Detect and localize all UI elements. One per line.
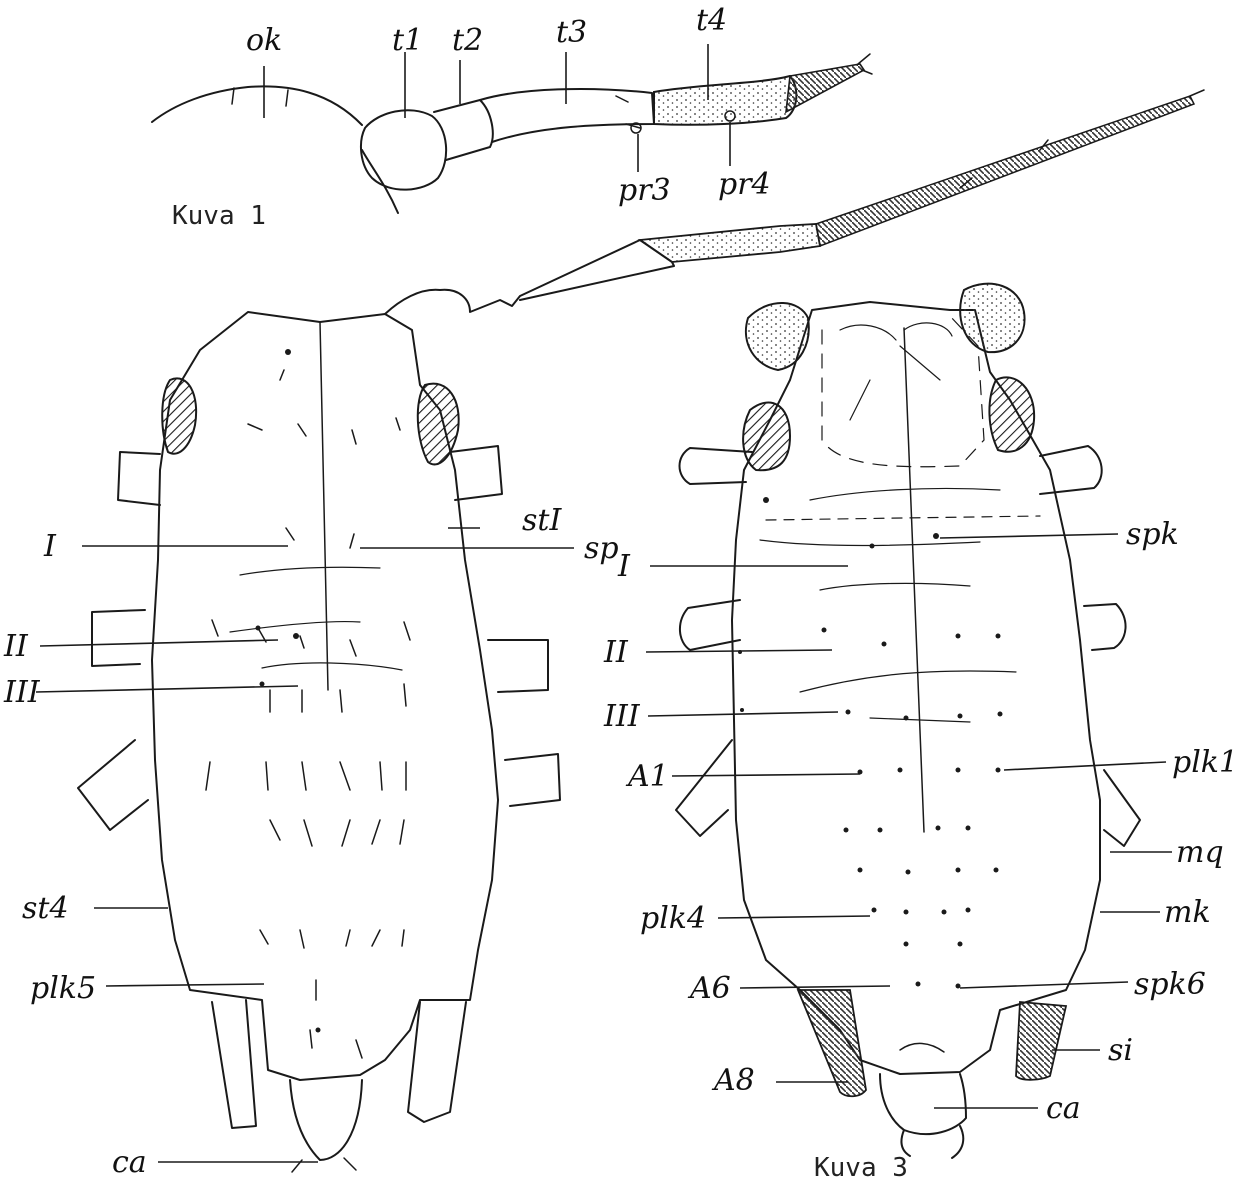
- eye-left-fig3: [743, 402, 790, 470]
- label-fig3-spk6: spk6: [1134, 967, 1206, 1002]
- leader-fig3-III: [648, 712, 838, 716]
- leader-fig2-plk5: [106, 984, 264, 986]
- label-fig3-III: III: [603, 699, 641, 734]
- label-fig2-plk5: plk5: [30, 971, 96, 1006]
- label-t2: t2: [452, 23, 483, 58]
- legs-right-fig3: [1040, 446, 1140, 846]
- label-fig3-spk: spk: [1126, 517, 1179, 552]
- label-fig2-III: III: [3, 675, 41, 710]
- sutures-dashed-fig3: [766, 516, 1040, 520]
- leader-fig3-II: [646, 650, 832, 652]
- head-outline: [152, 86, 362, 125]
- antenna-flagellum: [786, 64, 864, 112]
- leader-fig3-spk: [940, 534, 1118, 538]
- figure-1: ok t1 t2 t3 t4 pr3 pr4 Kuva 1: [152, 3, 872, 231]
- antenna-flagellum-fig2: [816, 96, 1194, 246]
- setae-ok: [232, 88, 288, 106]
- label-t3: t3: [556, 15, 587, 50]
- antenna-seg4-fig2: [640, 224, 820, 262]
- label-fig2-II: II: [3, 629, 29, 664]
- leader-fig3-spk6: [960, 982, 1128, 988]
- legs-left-fig2: [78, 452, 160, 830]
- sutures-fig3: [760, 488, 1016, 722]
- label-pr4: pr4: [718, 167, 771, 202]
- label-fig2-st4: st4: [22, 891, 69, 926]
- cauda-tip-fig3: [902, 1126, 964, 1158]
- leader-fig3-plk4: [718, 916, 870, 918]
- antenna-base-right-fig3: [960, 284, 1024, 353]
- label-t1: t1: [392, 23, 423, 58]
- label-fig3-A6: A6: [687, 971, 731, 1006]
- leader-fig3-plk1: [1004, 762, 1166, 770]
- leader-fig3-A6: [740, 986, 890, 988]
- caption-kuva-1: Kuva 1: [172, 201, 266, 231]
- antenna-segment-3: [480, 89, 654, 142]
- label-fig3-ca: ca: [1046, 1091, 1081, 1126]
- sutures-fig2: [230, 567, 402, 670]
- cauda-fig2: [290, 1080, 362, 1160]
- siphunculus-left-fig3: [798, 990, 866, 1096]
- label-fig3-A1: A1: [625, 759, 669, 794]
- label-fig3-II: II: [603, 635, 629, 670]
- label-fig3-plk1: plk1: [1172, 745, 1238, 780]
- midline-fig2: [320, 322, 328, 690]
- cauda-fig3: [880, 1074, 966, 1134]
- label-fig3-A8: A8: [711, 1063, 755, 1098]
- eye-right-fig3: [989, 377, 1034, 451]
- head-plate-fig3: [822, 316, 984, 467]
- sensilla-dots-fig3: [738, 497, 1003, 989]
- legs-right-fig2: [450, 446, 560, 806]
- eye-left-fig2: [162, 378, 196, 453]
- label-t4: t4: [696, 3, 727, 38]
- label-fig2-stI: stI: [522, 503, 562, 538]
- head-lower-arc: [362, 150, 398, 213]
- label-fig3-I: I: [617, 549, 631, 584]
- midline-fig3: [904, 328, 924, 832]
- siphunculus-right-fig3: [1016, 1002, 1066, 1080]
- label-fig3-si: si: [1108, 1033, 1133, 1068]
- anal-plate-fig3: [900, 1043, 944, 1052]
- label-ok: ok: [246, 23, 282, 58]
- head-markings-fig3: [840, 323, 952, 420]
- leader-fig3-A1: [672, 774, 860, 776]
- setae-bases-fig2: [256, 349, 321, 1033]
- antenna-fig2: [385, 240, 674, 314]
- antenna-base-left-fig3: [746, 303, 809, 370]
- label-fig2-ca: ca: [112, 1145, 147, 1180]
- leader-fig2-II: [40, 640, 278, 646]
- label-pr3: pr3: [618, 173, 671, 208]
- label-fig2-I: I: [43, 529, 57, 564]
- setae-fig2: [206, 370, 410, 1058]
- figure-3: I II III A1 plk4 A6 A8 spk plk1 mq mk sp…: [603, 284, 1238, 1183]
- caption-kuva-3: Kuva 3: [814, 1153, 908, 1183]
- label-fig3-mq: mq: [1176, 835, 1224, 870]
- leader-fig2-III: [36, 686, 298, 692]
- label-fig2-sp: sp: [584, 531, 619, 566]
- label-fig3-plk4: plk4: [640, 901, 706, 936]
- antenna-segment-1: [361, 110, 446, 189]
- siphunculi-fig2: [212, 1000, 466, 1128]
- label-fig3-mk: mk: [1164, 895, 1211, 930]
